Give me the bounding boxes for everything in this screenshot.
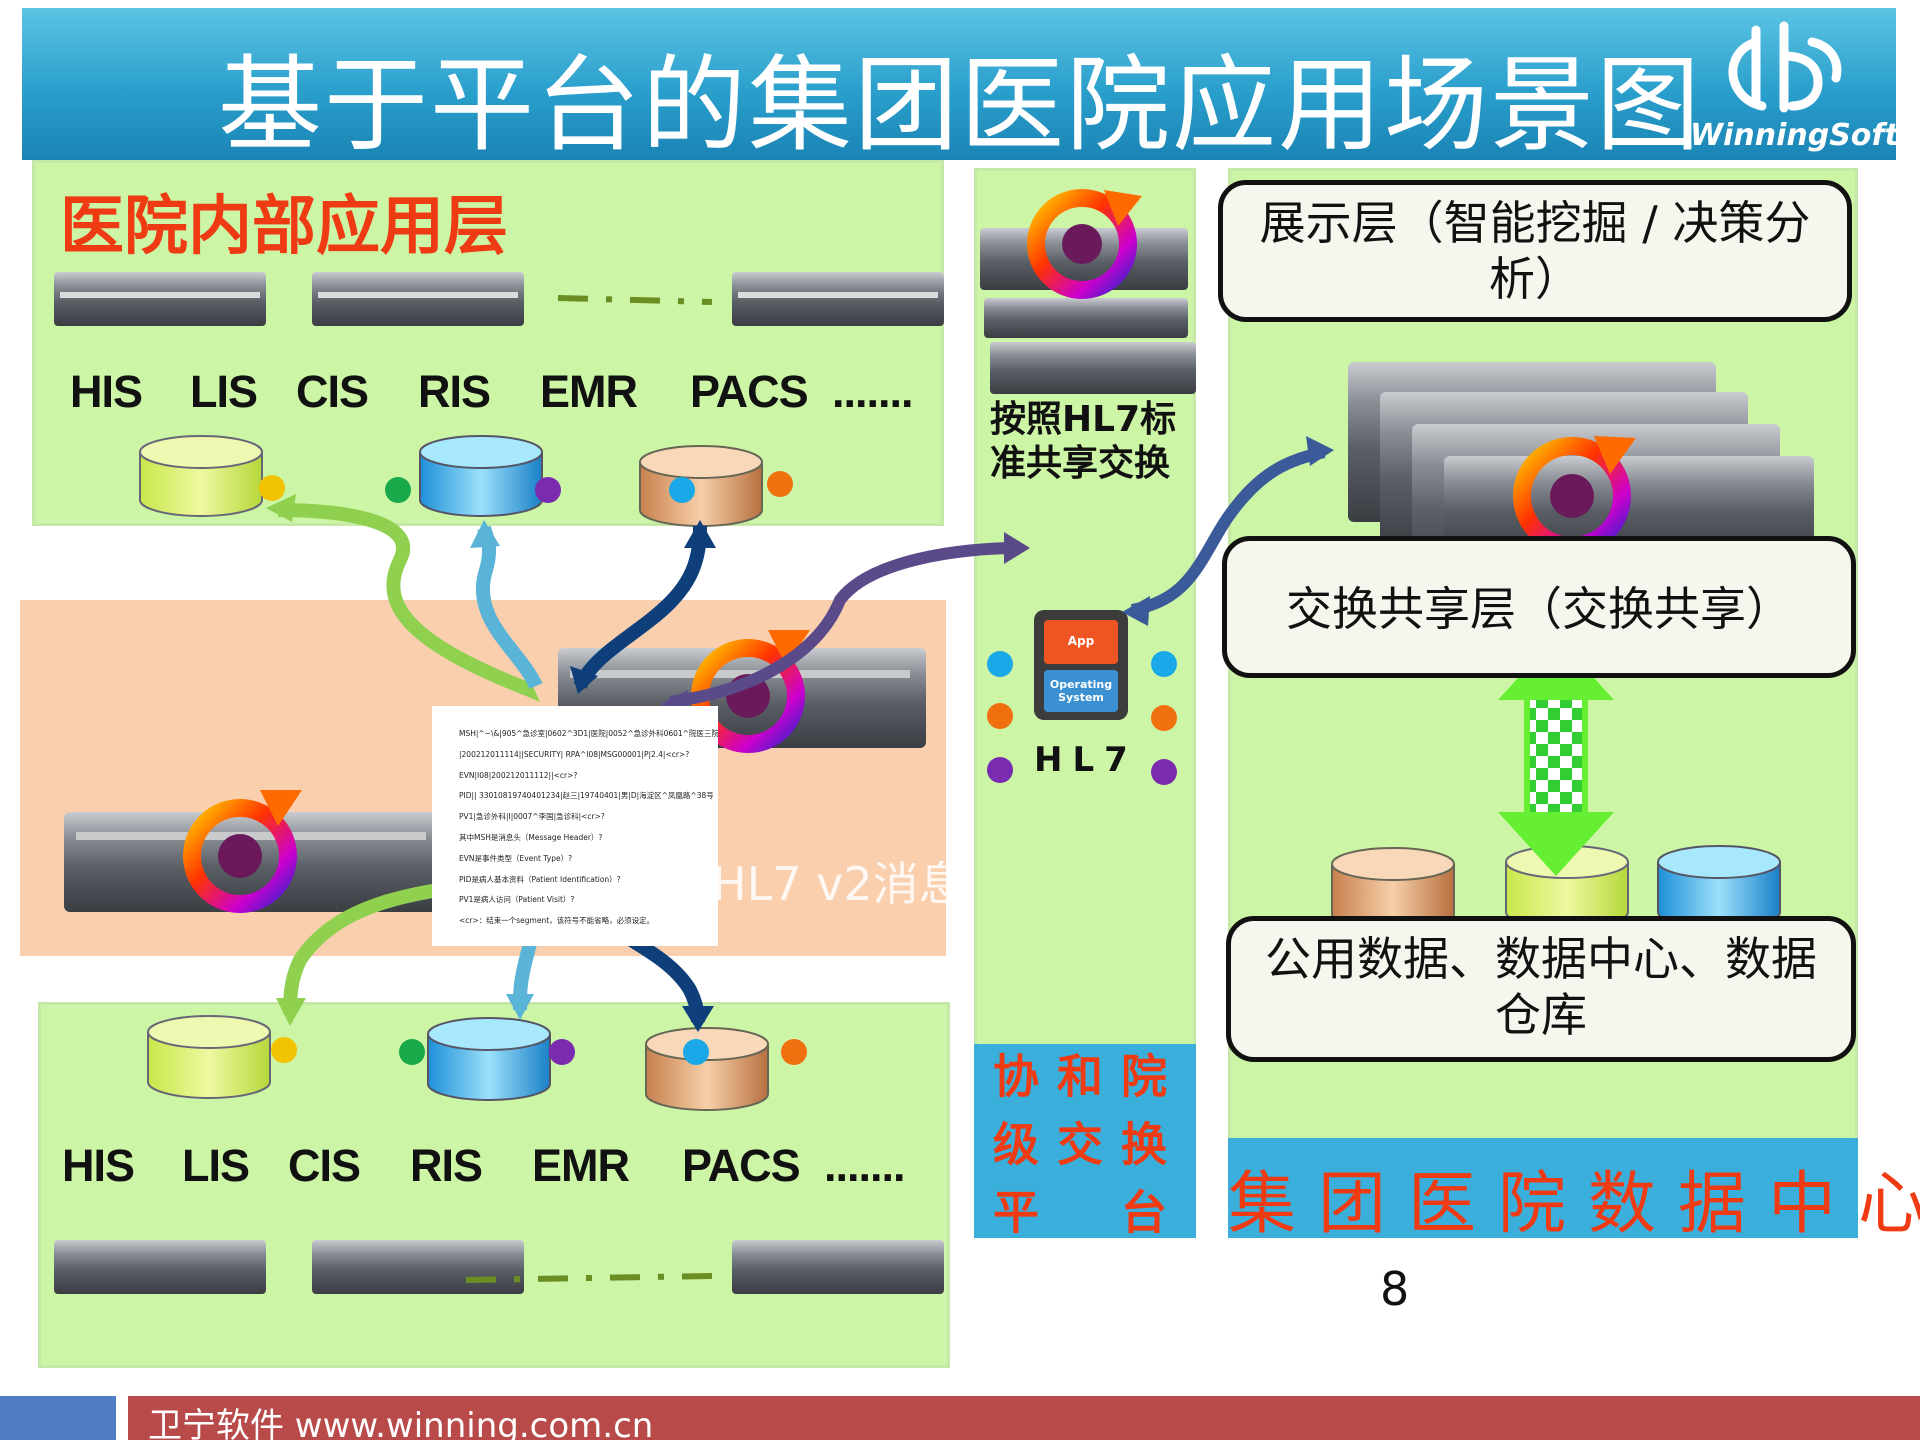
platform-server-2 bbox=[984, 298, 1188, 338]
arrow-lightblue-top bbox=[475, 525, 543, 690]
dot-purple bbox=[535, 477, 561, 503]
system-label: PACS bbox=[690, 366, 809, 417]
app-os-icon bbox=[1034, 610, 1128, 720]
internal-layer-title: 医院内部应用层 bbox=[60, 190, 508, 264]
system-label: CIS bbox=[296, 366, 369, 417]
arrow-purple-platform bbox=[669, 542, 1019, 708]
exchange-layer-box: 交换共享层（交换共享） bbox=[1222, 536, 1856, 678]
hl7-share-text: 按照HL7标准共享交换 bbox=[990, 399, 1177, 484]
dc-cylinder-blue bbox=[1657, 845, 1781, 929]
hl7-line: PV1|急诊外科|I|0007^李国|急诊科|<cr>? bbox=[459, 812, 605, 822]
server-dash-top bbox=[557, 295, 713, 305]
server-top-1 bbox=[54, 272, 266, 326]
platform-vertical-col-3: 院换台 bbox=[1114, 1052, 1168, 1256]
refresh-ring-hospital bbox=[183, 790, 302, 913]
server-top-2 bbox=[312, 272, 524, 326]
data-center-title: 集团医院数据中心 bbox=[1228, 1165, 1920, 1244]
server-dash-bottom bbox=[465, 1273, 713, 1283]
data-center-title-bar bbox=[1228, 1138, 1858, 1238]
system-label: ....... bbox=[832, 366, 914, 417]
hl7-line: <cr>：结束一个segment，该符号不能省略，必须设定。 bbox=[459, 916, 655, 926]
hl7-v2-message-label: HL7 v2消息 bbox=[712, 857, 965, 911]
platform-vertical-col-2: 和交 bbox=[1050, 1052, 1104, 1188]
server-bottom-2 bbox=[312, 1240, 524, 1294]
footer-separator bbox=[116, 1396, 128, 1440]
hl7-message-sheet: MSH|^~\&|905^急诊室|0602^3D1|医院|0052^急诊外科06… bbox=[432, 706, 718, 946]
cylinder-bottom-yellow bbox=[147, 1015, 271, 1099]
cylinder-top-yellow bbox=[139, 435, 263, 517]
platform-vertical-col-1: 协级平 bbox=[986, 1052, 1040, 1256]
page-title: 基于平台的集团医院应用场景图 bbox=[217, 44, 1702, 166]
app-label: App bbox=[1067, 634, 1095, 648]
hl7-line: 其中MSH是消息头（Message Header）? bbox=[459, 832, 603, 842]
cylinder-top-tan bbox=[639, 445, 763, 527]
system-label: EMR bbox=[532, 1140, 630, 1191]
server-top-3 bbox=[732, 272, 944, 326]
cylinder-bottom-tan bbox=[645, 1027, 769, 1111]
logo-text: WinningSoft bbox=[1690, 118, 1899, 153]
display-layer-box: 展示层（智能挖掘 / 决策分析） bbox=[1218, 180, 1852, 322]
system-label: RIS bbox=[418, 366, 491, 417]
hl7-line: EVN是事件类型（Event Type）? bbox=[459, 853, 573, 863]
system-label: EMR bbox=[540, 366, 638, 417]
server-bottom-3 bbox=[732, 1240, 944, 1294]
arrow-blue-dc bbox=[1130, 446, 1326, 616]
winningsoft-logo-icon bbox=[1728, 21, 1842, 113]
platform-server-3 bbox=[990, 342, 1196, 394]
hl7-line: PID是病人基本资料（Patient Identification）? bbox=[459, 874, 621, 884]
data-layer-box: 公用数据、数据中心、数据仓库 bbox=[1226, 916, 1856, 1062]
hl7-line: |200212011114||SECURITY| RPA^I08|MSG0000… bbox=[459, 749, 690, 759]
page-number: 8 bbox=[1380, 1262, 1410, 1316]
dot-blue bbox=[669, 477, 695, 503]
hl7-line: PID|| 33010819740401234|赵三|19740401|男|D|… bbox=[459, 791, 714, 801]
hl7-line: PV1是病人访问（Patient Visit）? bbox=[459, 895, 575, 905]
system-label: HIS bbox=[70, 366, 143, 417]
footer-bar bbox=[0, 1396, 1920, 1440]
hl7-label: HL7 bbox=[1034, 740, 1138, 780]
system-label: CIS bbox=[288, 1140, 361, 1191]
cylinder-top-blue bbox=[419, 435, 543, 517]
refresh-ring-platform bbox=[1027, 189, 1142, 299]
footer-accent bbox=[0, 1396, 116, 1440]
cylinder-bottom-blue bbox=[427, 1017, 551, 1101]
system-label: PACS bbox=[682, 1140, 801, 1191]
dot-yellow bbox=[259, 475, 285, 501]
hl7-line: EVN|I08|200212011112||<cr>? bbox=[459, 770, 578, 780]
system-label: RIS bbox=[410, 1140, 483, 1191]
system-label: LIS bbox=[190, 366, 258, 417]
os-label: Operating System bbox=[1049, 678, 1113, 704]
dot-green bbox=[385, 477, 411, 503]
exchange-double-arrow bbox=[1498, 636, 1614, 876]
system-label: ....... bbox=[824, 1140, 906, 1191]
header-bar bbox=[22, 8, 1896, 160]
system-label: HIS bbox=[62, 1140, 135, 1191]
hl7-line: MSH|^~\&|905^急诊室|0602^3D1|医院|0052^急诊外科06… bbox=[459, 729, 718, 738]
footer-text: 卫宁软件 www.winning.com.cn bbox=[148, 1406, 654, 1446]
arrow-green-top bbox=[277, 503, 533, 697]
system-label: LIS bbox=[182, 1140, 250, 1191]
dot-orange bbox=[767, 471, 793, 497]
platform-label-bar bbox=[974, 1044, 1196, 1238]
server-bottom-1 bbox=[54, 1240, 266, 1294]
